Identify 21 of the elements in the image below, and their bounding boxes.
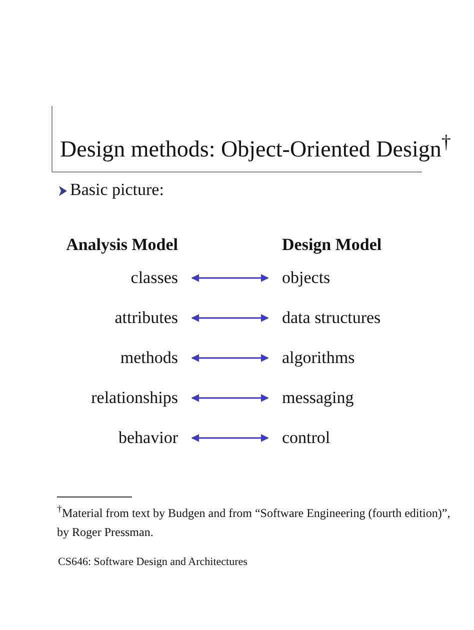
item-label: messaging: [280, 387, 354, 409]
slide-footer: CS646: Software Design and Architectures: [58, 556, 248, 568]
double-arrow: [191, 274, 269, 282]
slide-title: Design methods: Object-Oriented Design$^{†}$: [60, 131, 451, 164]
column-heading: Analysis Model: [66, 235, 178, 255]
item-label: behavior: [118, 427, 180, 449]
item-label: algorithms: [280, 347, 355, 369]
item-label: classes: [130, 267, 180, 289]
item-label: attributes: [114, 307, 180, 329]
item-label: control: [280, 427, 330, 449]
footnote: $^{†}$Material from text by Budgen and from “Software Engineering (fourth edition)”, by Roger Pressman.: [57, 503, 452, 541]
double-arrow: [191, 394, 269, 402]
double-arrow: [191, 434, 269, 442]
item-label: data structures: [280, 307, 381, 329]
item-label: relationships: [91, 387, 180, 409]
bullet-text: Basic picture:: [70, 180, 164, 200]
item-label: methods: [120, 347, 180, 369]
item-label: objects: [280, 267, 330, 289]
double-arrow: [191, 354, 269, 362]
column-heading: Design Model: [282, 235, 382, 255]
double-arrow: [191, 314, 269, 322]
